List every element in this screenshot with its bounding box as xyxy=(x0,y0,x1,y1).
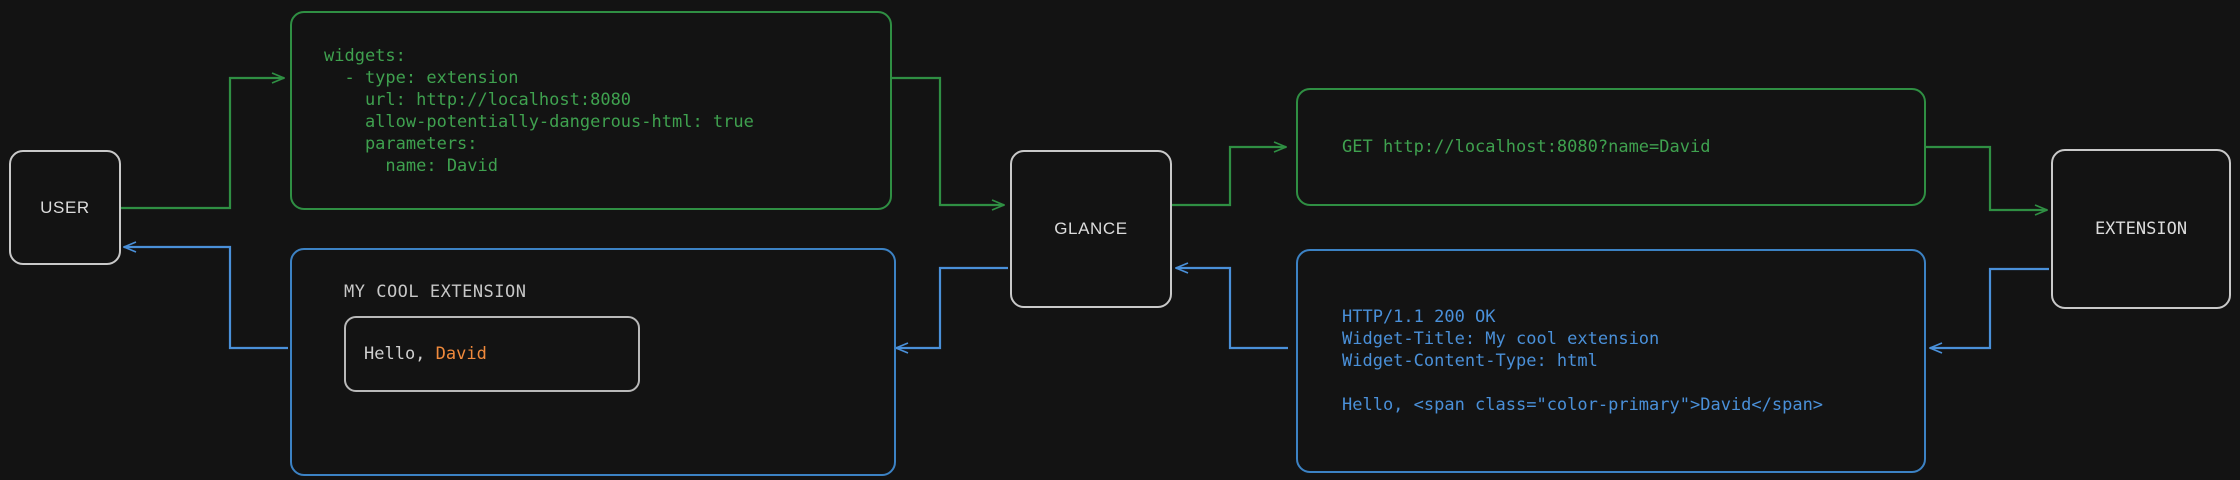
edge-extension-to-response xyxy=(1930,267,2049,348)
rendered-widget-title: MY COOL EXTENSION xyxy=(344,282,527,302)
node-glance-label: GLANCE xyxy=(1054,219,1128,238)
rendered-widget-greeting: Hello, David xyxy=(364,344,487,364)
node-extension[interactable]: EXTENSION xyxy=(2051,149,2231,309)
rendered-widget-body: Hello, David xyxy=(344,316,640,392)
message-rendered-widget: MY COOL EXTENSION Hello, David xyxy=(290,248,896,476)
message-config-yaml: widgets: - type: extension url: http://l… xyxy=(290,11,892,210)
config-yaml-code: widgets: - type: extension url: http://l… xyxy=(324,45,754,176)
edge-response-to-glance xyxy=(1176,268,1288,350)
message-http-response: HTTP/1.1 200 OK Widget-Title: My cool ex… xyxy=(1296,249,1926,473)
edge-glance-to-request xyxy=(1172,147,1286,207)
message-http-request: GET http://localhost:8080?name=David xyxy=(1296,88,1926,206)
edge-widget-to-user xyxy=(124,247,288,350)
node-glance[interactable]: GLANCE xyxy=(1010,150,1172,308)
edge-user-to-config xyxy=(120,78,284,210)
edge-config-to-glance xyxy=(892,76,1004,205)
edge-glance-to-widget xyxy=(896,266,1008,348)
http-request-code: GET http://localhost:8080?name=David xyxy=(1342,137,1711,157)
edge-request-to-extension xyxy=(1926,145,2047,210)
node-user[interactable]: USER xyxy=(9,150,121,265)
rendered-widget-greeting-name: David xyxy=(435,344,487,364)
http-response-code: HTTP/1.1 200 OK Widget-Title: My cool ex… xyxy=(1342,307,1824,415)
rendered-widget-greeting-prefix: Hello, xyxy=(364,344,436,364)
node-extension-label: EXTENSION xyxy=(2094,219,2188,239)
node-user-label: USER xyxy=(40,197,90,217)
